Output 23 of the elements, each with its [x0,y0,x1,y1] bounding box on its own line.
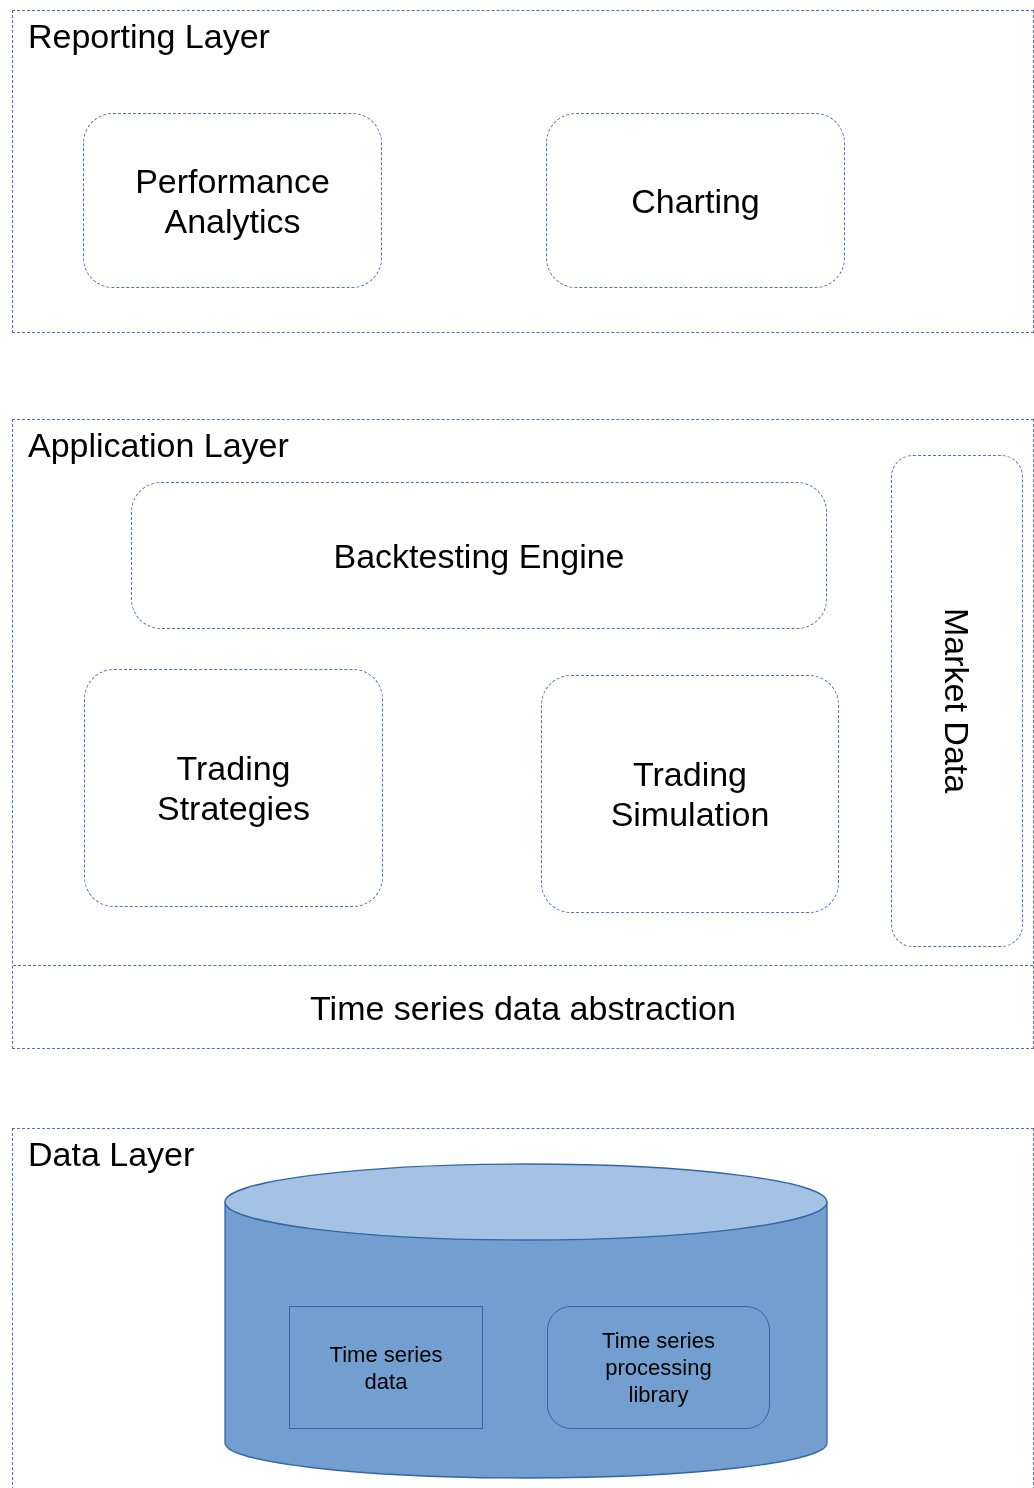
layer-panel [12,419,1034,1049]
component-label: Market Data [937,608,977,794]
component-box [131,482,827,629]
component-label: Trading Simulation [609,754,771,834]
component-box [83,113,382,288]
component-label: Time series data abstraction [309,987,737,1028]
component-box [84,669,383,907]
component-label: Performance Analytics [134,160,331,241]
component-box [541,675,839,913]
layer-title: Application Layer [28,426,289,465]
layer-title: Data Layer [28,1135,195,1174]
layer-title: Reporting Layer [28,17,270,56]
component-label: Charting [630,180,761,221]
component-box [891,455,1023,947]
component-box [289,1306,483,1429]
component-label: Backtesting Engine [332,535,626,576]
component-label: Trading Strategies [155,748,312,828]
layer-panel [12,1128,1034,1488]
component-box [546,113,845,288]
component-label: Time series processing library [601,1327,716,1408]
layer-panel [12,10,1034,333]
component-box [547,1306,770,1429]
component-label: Time series data [328,1340,444,1395]
